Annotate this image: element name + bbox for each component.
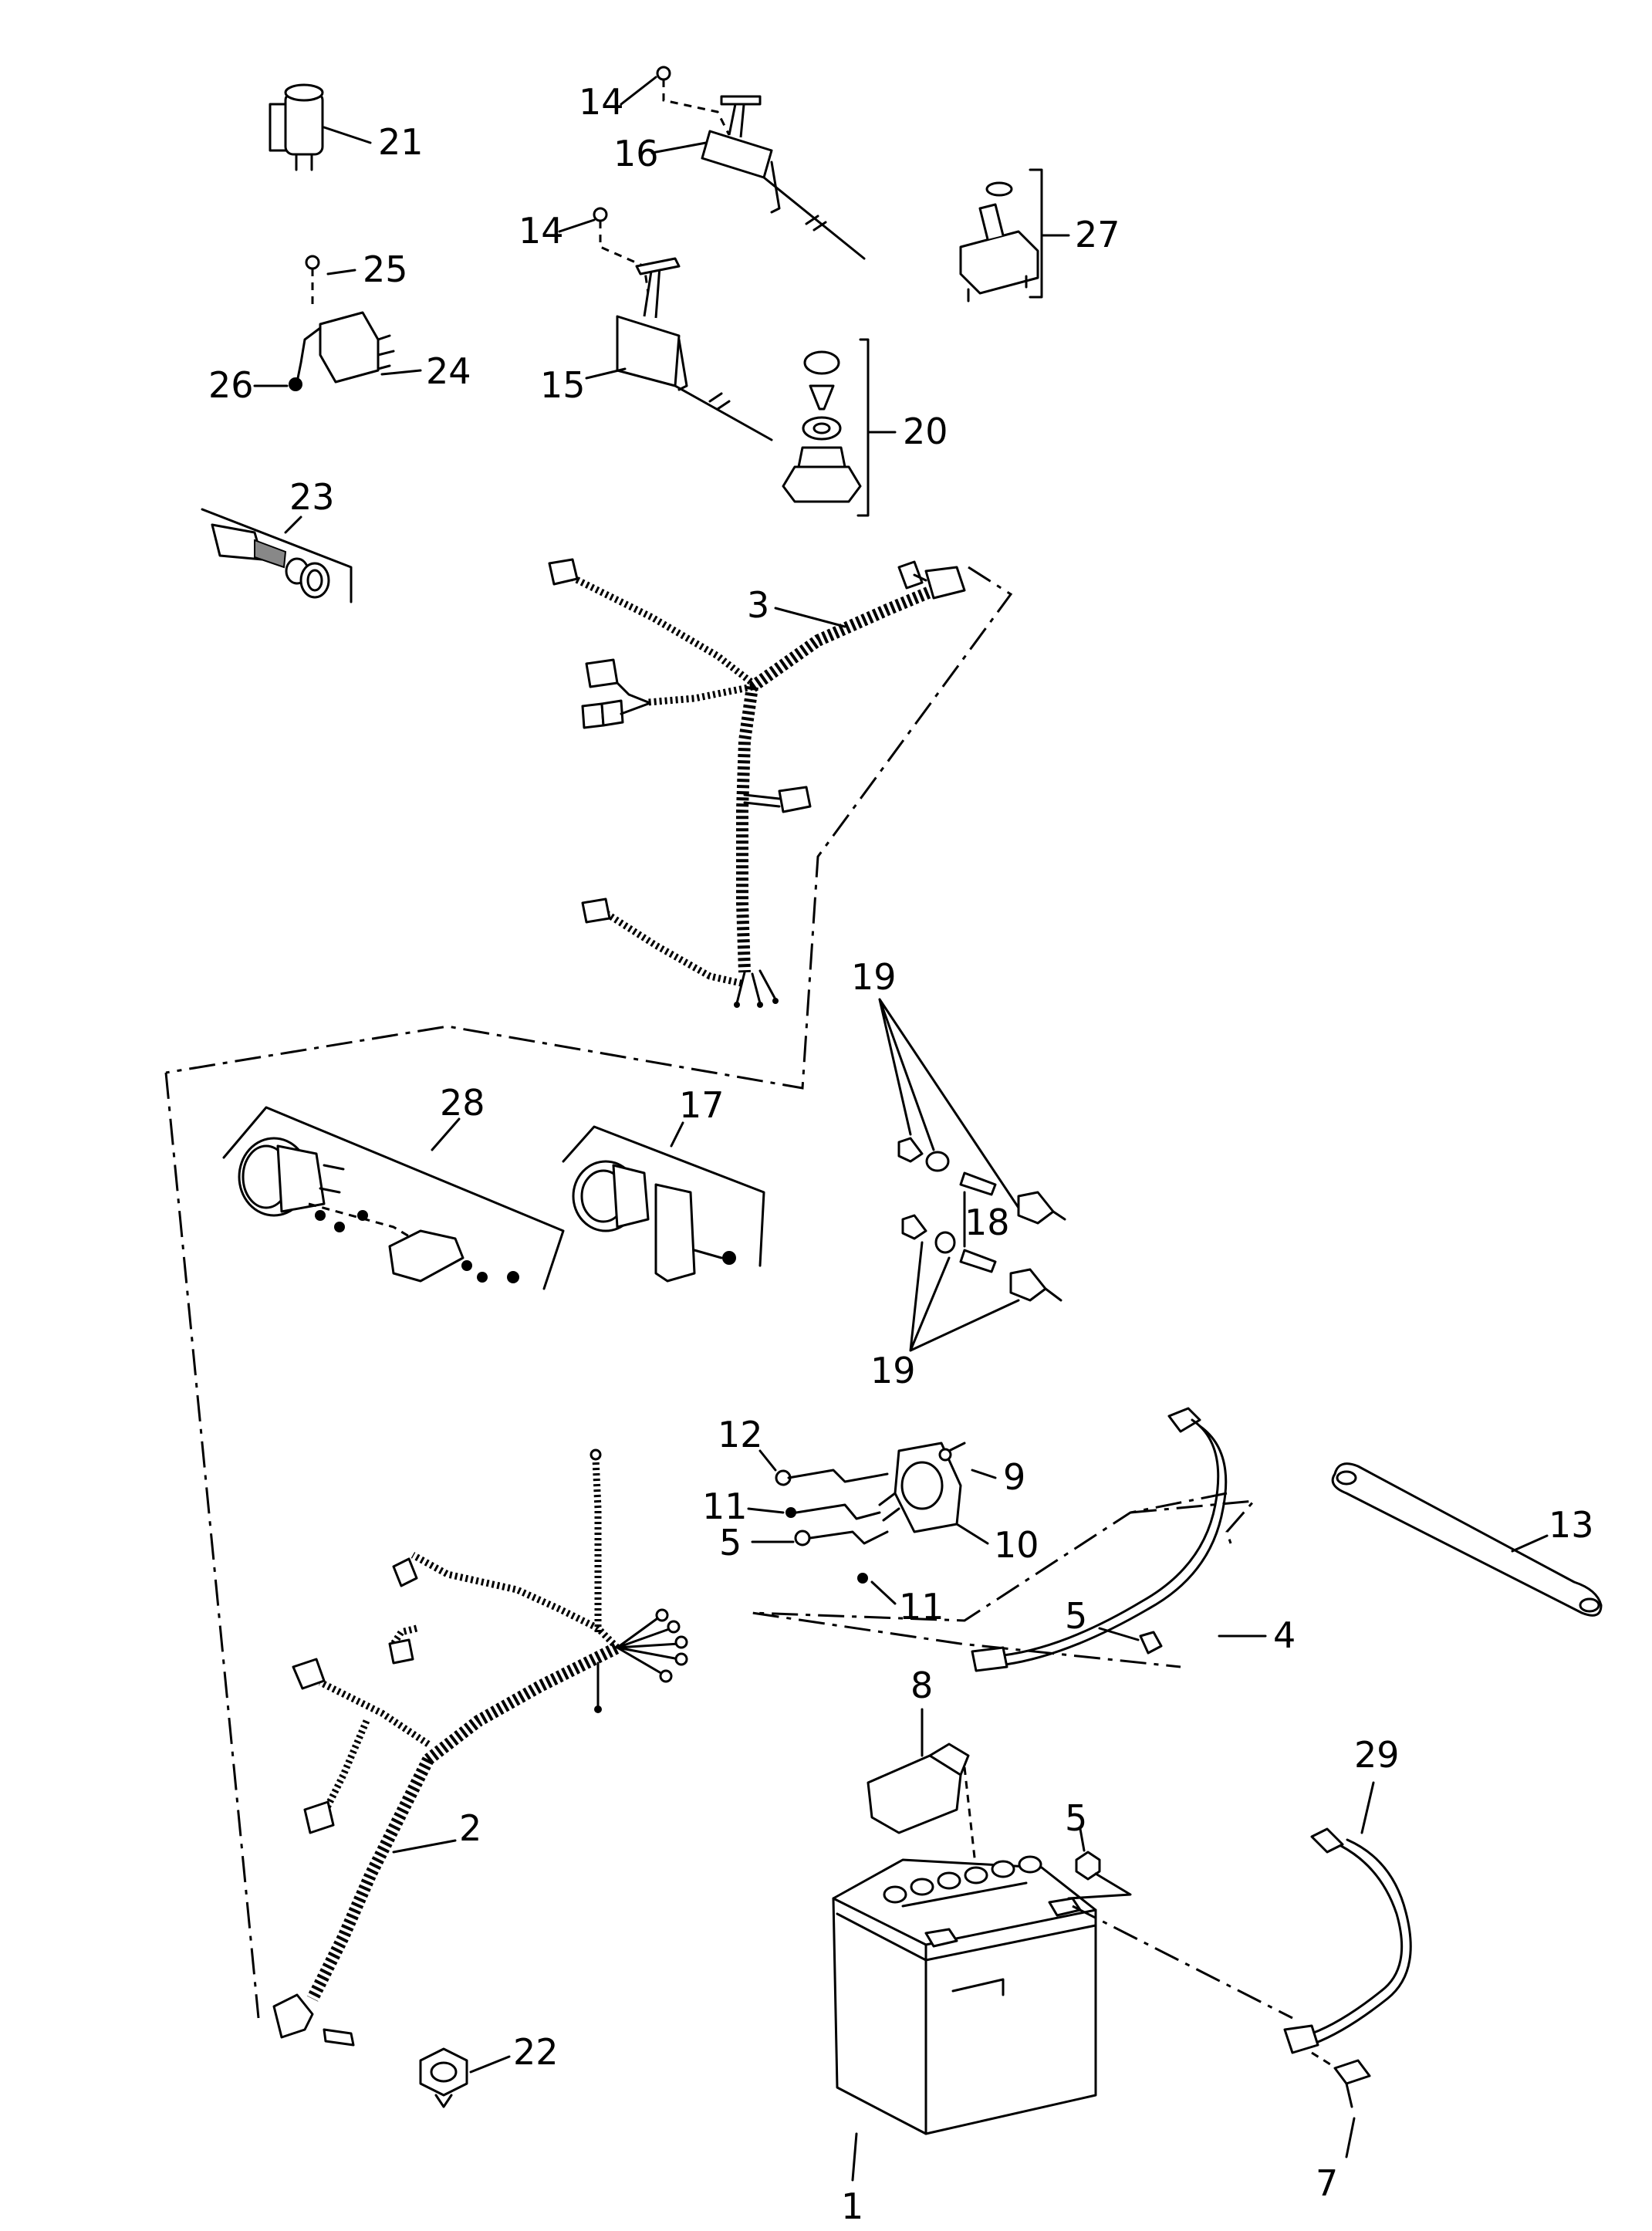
part-16-lever-bracket bbox=[656, 66, 866, 260]
callout-3: 3 bbox=[747, 584, 769, 626]
part-3-upper-harness bbox=[548, 558, 966, 1008]
callout-12: 12 bbox=[718, 1414, 763, 1455]
part-29-ground-cable bbox=[1283, 1827, 1412, 2074]
part-20-ignition-switch bbox=[782, 338, 870, 517]
part-7-bolt bbox=[1333, 2059, 1371, 2108]
part-5-battery-nut bbox=[1067, 1851, 1293, 2020]
part-21-solenoid bbox=[269, 83, 372, 171]
callout-16: 16 bbox=[613, 133, 659, 174]
callout-4: 4 bbox=[1273, 1614, 1296, 1656]
callout-5-cable: 5 bbox=[1065, 1595, 1087, 1637]
callout-5-block: 5 bbox=[719, 1522, 742, 1563]
callout-14-lower: 14 bbox=[519, 210, 564, 252]
callout-21: 21 bbox=[378, 121, 424, 163]
part-27-toggle-switch bbox=[959, 168, 1043, 303]
callout-8: 8 bbox=[910, 1665, 933, 1706]
callout-25: 25 bbox=[363, 248, 408, 290]
part-1-battery bbox=[832, 1855, 1097, 2135]
callout-28: 28 bbox=[440, 1082, 485, 1124]
callout-27: 27 bbox=[1075, 214, 1120, 255]
callout-1: 1 bbox=[841, 2185, 863, 2227]
part-22-nut bbox=[419, 2047, 468, 2108]
callout-5-battery: 5 bbox=[1065, 1797, 1087, 1839]
callout-10: 10 bbox=[994, 1524, 1039, 1566]
callout-9: 9 bbox=[1003, 1456, 1025, 1498]
callout-26: 26 bbox=[208, 364, 254, 406]
callout-15: 15 bbox=[540, 364, 586, 406]
part-2-lower-harness bbox=[272, 1448, 688, 2047]
callout-14-top: 14 bbox=[579, 81, 624, 123]
callout-29: 29 bbox=[1354, 1734, 1400, 1776]
callout-19-top: 19 bbox=[851, 956, 897, 998]
part-23-sensor bbox=[201, 508, 353, 603]
part-13-strap bbox=[1331, 1462, 1603, 1617]
callout-7: 7 bbox=[1316, 2162, 1338, 2204]
callout-13: 13 bbox=[1549, 1504, 1594, 1546]
callout-18: 18 bbox=[965, 1202, 1010, 1243]
callout-2: 2 bbox=[459, 1807, 481, 1849]
part-15-lever-bracket bbox=[593, 207, 773, 441]
part-17-gauge bbox=[562, 1125, 765, 1283]
part-4-battery-cable bbox=[971, 1407, 1228, 1672]
part-24-relay bbox=[289, 255, 395, 391]
callout-17: 17 bbox=[679, 1084, 725, 1126]
boundary-line-left bbox=[164, 1072, 260, 2019]
part-18-19-senders bbox=[878, 998, 1066, 1352]
callout-24: 24 bbox=[426, 350, 471, 392]
callout-11-upper: 11 bbox=[702, 1486, 748, 1527]
part-28-gauge bbox=[222, 1106, 565, 1290]
callout-11-lower: 11 bbox=[899, 1586, 944, 1628]
callout-19-bottom: 19 bbox=[870, 1350, 916, 1391]
callout-23: 23 bbox=[289, 476, 335, 518]
callout-22: 22 bbox=[513, 2031, 559, 2073]
callout-20: 20 bbox=[903, 411, 948, 452]
